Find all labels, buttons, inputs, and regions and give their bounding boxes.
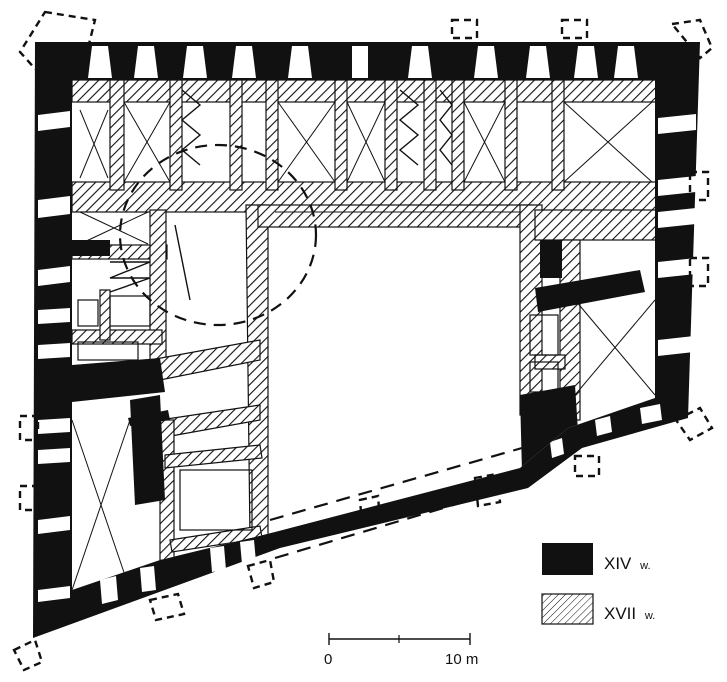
window-openings bbox=[38, 46, 696, 604]
outer-wall-xiv bbox=[33, 42, 700, 638]
legend: XIV w. XVII w. bbox=[541, 543, 655, 625]
scale-start-label: 0 bbox=[324, 651, 332, 668]
svg-text:XVII w.: XVII w. bbox=[604, 604, 655, 623]
legend-label-xvii: XVII bbox=[604, 604, 636, 623]
legend-item-xvii: XVII w. bbox=[541, 593, 655, 625]
scale-end-label: 10 m bbox=[445, 651, 478, 668]
dashed-buttresses bbox=[12, 10, 714, 672]
legend-swatch-hatched bbox=[541, 593, 594, 625]
room-outlines bbox=[77, 295, 559, 531]
legend-item-xiv: XIV w. bbox=[542, 543, 651, 575]
courtyard-dashed-wall bbox=[269, 446, 525, 560]
legend-suffix-xvii: w. bbox=[644, 610, 655, 622]
scale-bar: 0 10 m bbox=[324, 633, 478, 668]
dashed-round-traces bbox=[118, 143, 318, 327]
legend-label-xiv: XIV bbox=[604, 554, 632, 573]
legend-suffix-xiv: w. bbox=[639, 560, 650, 572]
svg-text:XIV w.: XIV w. bbox=[604, 554, 651, 573]
interior-xvii bbox=[72, 80, 655, 590]
legend-swatch-solid bbox=[542, 543, 593, 575]
